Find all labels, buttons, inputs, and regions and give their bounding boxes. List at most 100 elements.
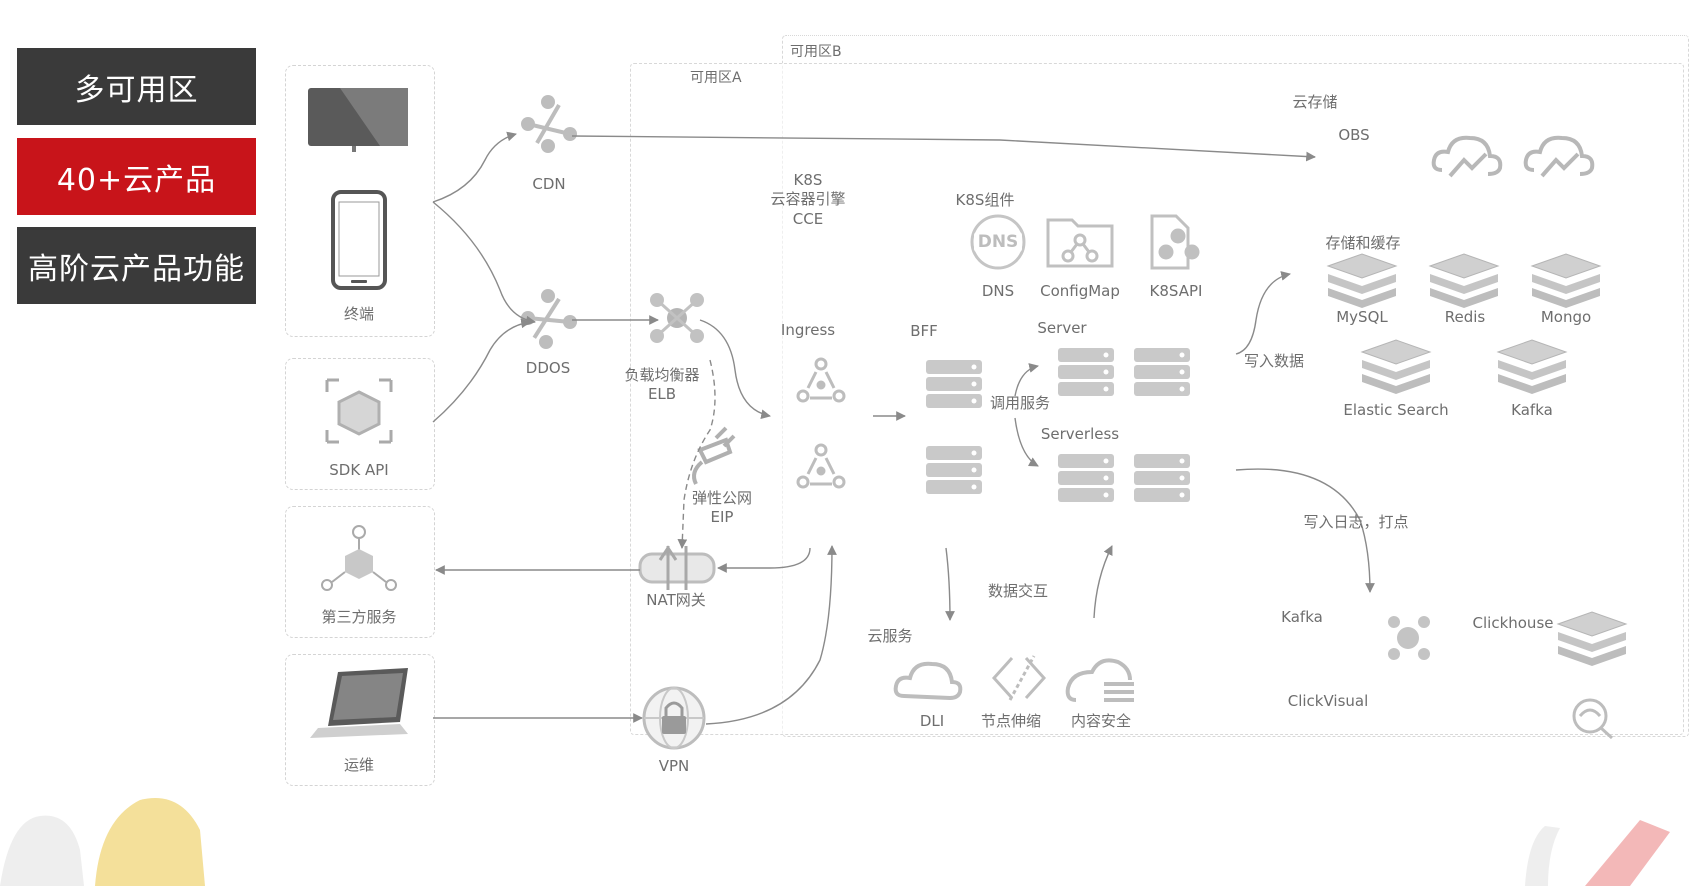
server-label: Server xyxy=(1037,319,1087,337)
cloud-services-label: 云服务 xyxy=(867,627,913,645)
elb-to-ingress-arrow xyxy=(699,319,771,420)
phone-icon xyxy=(331,190,387,290)
bff-label: BFF xyxy=(910,322,938,340)
ingress-icon-1 xyxy=(796,357,846,403)
serverless-icon-1 xyxy=(1058,454,1114,502)
clickhouse-label: Clickhouse xyxy=(1472,614,1554,632)
configmap-icon xyxy=(1046,218,1114,268)
cloud-services-to-serverless-arrow xyxy=(1093,545,1113,619)
cdn-icon xyxy=(521,95,577,153)
third-party-box xyxy=(285,506,435,638)
ops-box xyxy=(285,654,435,786)
third-party-icon xyxy=(321,525,397,591)
redis-label: Redis xyxy=(1444,308,1486,326)
node-scale-icon xyxy=(991,655,1047,701)
laptop-icon xyxy=(310,668,408,738)
nat-gateway-label: NAT网关 xyxy=(646,591,706,609)
eip-plug-icon xyxy=(692,426,736,485)
bff-to-cloud-services-arrow xyxy=(945,547,955,621)
data-exchange-label: 数据交互 xyxy=(987,582,1049,600)
dns-label: DNS xyxy=(981,282,1015,300)
obs-cloud-icon-2 xyxy=(1523,135,1595,178)
tag-multi-az: 多可用区 xyxy=(17,48,256,125)
k8s-label-2: 云容器引擎 xyxy=(770,190,846,208)
vpn-lock-icon xyxy=(642,686,706,750)
node-scale-label: 节点伸缩 xyxy=(980,712,1042,730)
obs-label: OBS xyxy=(1338,126,1370,144)
kafka-stack-icon xyxy=(1497,339,1567,395)
elastic-search-label: Elastic Search xyxy=(1343,401,1449,419)
call-to-serverless-arrow xyxy=(1014,417,1039,467)
k8sapi-label: K8SAPI xyxy=(1149,282,1203,300)
content-security-label: 内容安全 xyxy=(1070,712,1132,730)
cdn-label: CDN xyxy=(532,175,566,193)
mongo-icon xyxy=(1531,253,1601,309)
content-security-icon xyxy=(1065,658,1134,702)
serverless-to-logging-arrow xyxy=(1235,468,1375,593)
kafka-storage-label: Kafka xyxy=(1511,401,1553,419)
elb-icon xyxy=(650,293,704,343)
ddos-label: DDOS xyxy=(525,359,571,377)
vpn-to-ingress-arrow xyxy=(705,545,837,725)
obs-cloud-icon-1 xyxy=(1431,135,1503,178)
write-log-label: 写入日志，打点 xyxy=(1303,513,1409,531)
configmap-label: ConfigMap xyxy=(1040,282,1120,300)
sdk-to-ddos-arrow xyxy=(432,318,531,423)
serverless-icon-2 xyxy=(1134,454,1190,502)
clickhouse-icon xyxy=(1557,611,1627,667)
mongo-label: Mongo xyxy=(1540,308,1592,326)
clickvisual-search-icon xyxy=(1572,698,1614,740)
storage-cache-label: 存储和缓存 xyxy=(1325,234,1401,252)
eip-label-1: 弹性公网 xyxy=(691,489,753,507)
call-service-label: 调用服务 xyxy=(989,394,1051,412)
elb-to-nat-dashed-arrow xyxy=(677,359,716,549)
k8s-label-3: CCE xyxy=(792,210,824,228)
server-to-storage-arrow xyxy=(1235,271,1291,355)
ingress-label: Ingress xyxy=(780,321,836,339)
server-icon-2 xyxy=(1134,348,1190,396)
bff-server-icon-2 xyxy=(926,446,982,494)
nat-gateway-icon xyxy=(638,545,716,590)
terminal-to-cdn-arrow xyxy=(432,131,517,203)
tag-advanced-features: 高阶云产品功能 xyxy=(17,227,256,304)
clickvisual-label: ClickVisual xyxy=(1287,692,1369,710)
sdk-api-label: SDK API xyxy=(329,461,389,479)
elb-label-2: ELB xyxy=(647,385,677,403)
kafka-hub-icon xyxy=(1388,616,1430,660)
terminal-to-ddos-arrow xyxy=(432,201,536,326)
sdk-cube-icon xyxy=(325,378,393,444)
kafka-log-label: Kafka xyxy=(1281,608,1323,626)
zone-a-label: 可用区A xyxy=(690,70,742,86)
elasticsearch-icon xyxy=(1361,339,1431,395)
tag-cloud-products: 40+云产品 xyxy=(17,138,256,215)
vpn-label: VPN xyxy=(658,757,690,775)
elb-label-1: 负载均衡器 xyxy=(624,366,700,384)
k8s-components-label: K8S组件 xyxy=(955,191,1015,209)
monitor-icon xyxy=(308,88,408,152)
zone-b-label: 可用区B xyxy=(790,44,842,60)
eip-label-2: EIP xyxy=(710,508,734,526)
mysql-icon xyxy=(1327,253,1397,309)
third-party-label: 第三方服务 xyxy=(321,608,397,626)
server-icon-1 xyxy=(1058,348,1114,396)
k8sapi-icon xyxy=(1150,214,1200,270)
cdn-to-obs-arrow xyxy=(571,135,1316,162)
sdk-box xyxy=(285,358,435,490)
cloud-storage-label: 云存储 xyxy=(1292,93,1338,111)
dli-label: DLI xyxy=(919,712,945,730)
ingress-to-nat-arrow xyxy=(717,547,811,573)
dli-cloud-icon xyxy=(893,661,963,701)
dns-badge-text: DNS xyxy=(977,232,1019,252)
redis-icon xyxy=(1429,253,1499,309)
ops-label: 运维 xyxy=(343,756,375,774)
serverless-label: Serverless xyxy=(1040,425,1120,443)
write-data-label: 写入数据 xyxy=(1243,352,1305,370)
ddos-icon xyxy=(521,289,577,349)
dns-icon xyxy=(970,214,1026,270)
call-to-server-arrow xyxy=(1014,363,1039,397)
mysql-label: MySQL xyxy=(1336,308,1388,326)
terminal-label: 终端 xyxy=(343,305,375,323)
ingress-icon-2 xyxy=(796,443,846,489)
bff-server-icon-1 xyxy=(926,360,982,408)
